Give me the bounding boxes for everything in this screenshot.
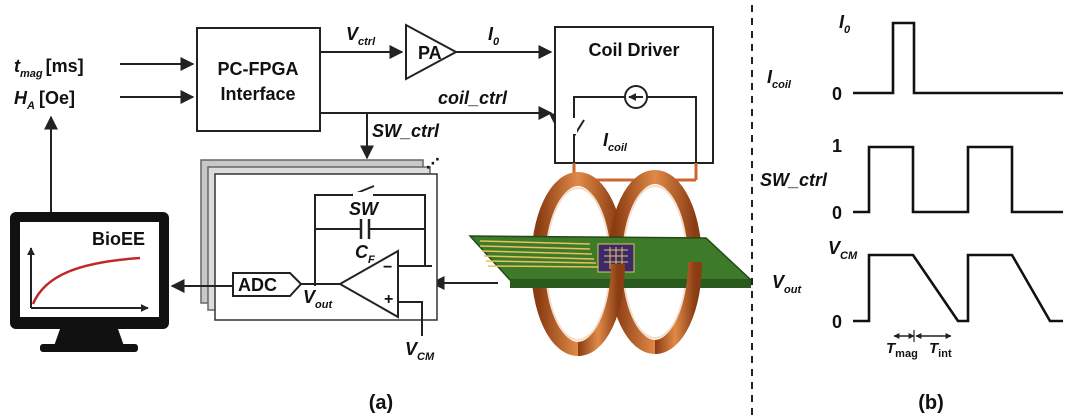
i-coil-top-level: I0 [839, 12, 851, 36]
caption-a: (a) [369, 392, 393, 414]
sw-ctrl-top-level: 1 [832, 136, 842, 156]
pc-fpga-label-line1: PC-FPGA [218, 59, 299, 79]
adc-block [232, 272, 303, 297]
ring2-front-arc [654, 261, 702, 354]
i-coil-zero-level: 0 [832, 84, 842, 104]
adc-label: ADC [238, 275, 277, 295]
pc-fpga-label-line2: Interface [220, 84, 295, 104]
sw-label: SW [349, 199, 380, 219]
i0-label: I0 [488, 24, 500, 48]
sw-ctrl-zero-level: 0 [832, 203, 842, 223]
bioee-monitor [10, 212, 169, 352]
sw-ctrl-label: SW_ctrl [372, 121, 440, 141]
vout-top-level: VCM [828, 238, 858, 262]
opamp-minus-sign: − [383, 259, 392, 276]
t-mag-input-label: tmag[ms] [14, 56, 84, 80]
vout-zero-level: 0 [832, 312, 842, 332]
coil-ctrl-label: coil_ctrl [438, 88, 508, 108]
integrator-opamp [337, 249, 399, 319]
caption-b: (b) [918, 392, 944, 414]
pa-amplifier [405, 23, 459, 81]
ring1-front-arc [577, 263, 625, 356]
pc-fpga-interface-block [196, 27, 321, 132]
t-mag-label: Tmag [886, 340, 918, 360]
bioee-label: BioEE [92, 229, 145, 249]
cf-label: CF [355, 242, 375, 266]
sw-ctrl-axis-label: SW_ctrl [760, 170, 828, 190]
switch-gap [571, 118, 577, 134]
vout-label: Vout [303, 287, 333, 311]
sw-ctrl-waveform [853, 145, 1063, 214]
ha-input-label: HA[Oe] [14, 88, 75, 112]
vout-waveform [853, 253, 1063, 323]
sw-switch-gap [353, 192, 373, 198]
i-coil-label: Icoil [603, 130, 628, 154]
i-coil-axis-label: Icoil [767, 67, 792, 91]
opamp-plus-sign: + [384, 291, 393, 308]
v-cm-label: VCM [405, 339, 435, 363]
v-ctrl-label: Vctrl [346, 24, 376, 48]
channel-stack-ellipsis: ⋰ [426, 155, 440, 171]
t-int-label: Tint [929, 340, 952, 360]
vout-axis-label: Vout [772, 272, 802, 296]
pa-label: PA [418, 43, 442, 63]
coil-driver-block [554, 26, 714, 164]
coil-driver-label: Coil Driver [588, 40, 679, 60]
opamp-plus-input-wire [398, 301, 423, 336]
i-coil-waveform [853, 21, 1063, 95]
